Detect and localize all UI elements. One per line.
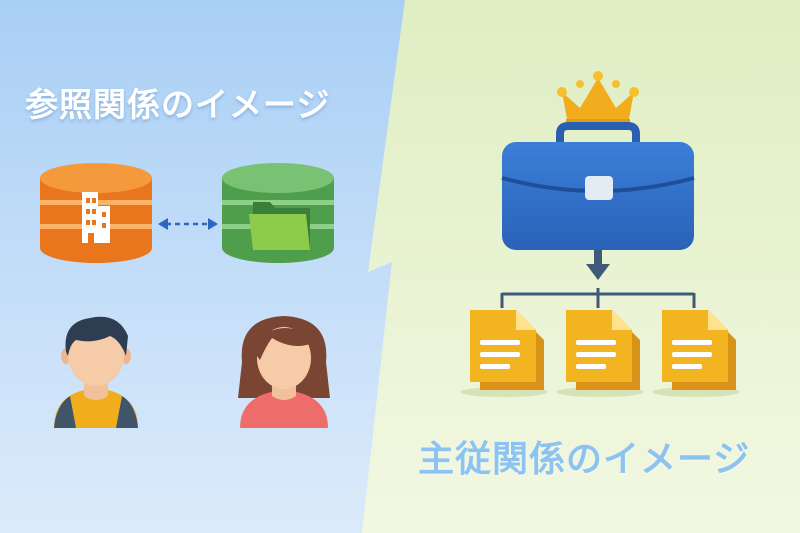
bidirectional-arrow	[158, 218, 218, 230]
briefcase-icon	[501, 122, 695, 250]
folder-database-icon	[222, 163, 334, 263]
man-avatar-icon	[54, 316, 138, 428]
woman-avatar-icon	[238, 316, 330, 428]
hierarchy-connector	[500, 250, 696, 308]
reference-relation-title: 参照関係のイメージ	[25, 85, 331, 124]
master-detail-relation-title: 主従関係のイメージ	[418, 439, 751, 480]
company-database-icon	[40, 163, 152, 263]
